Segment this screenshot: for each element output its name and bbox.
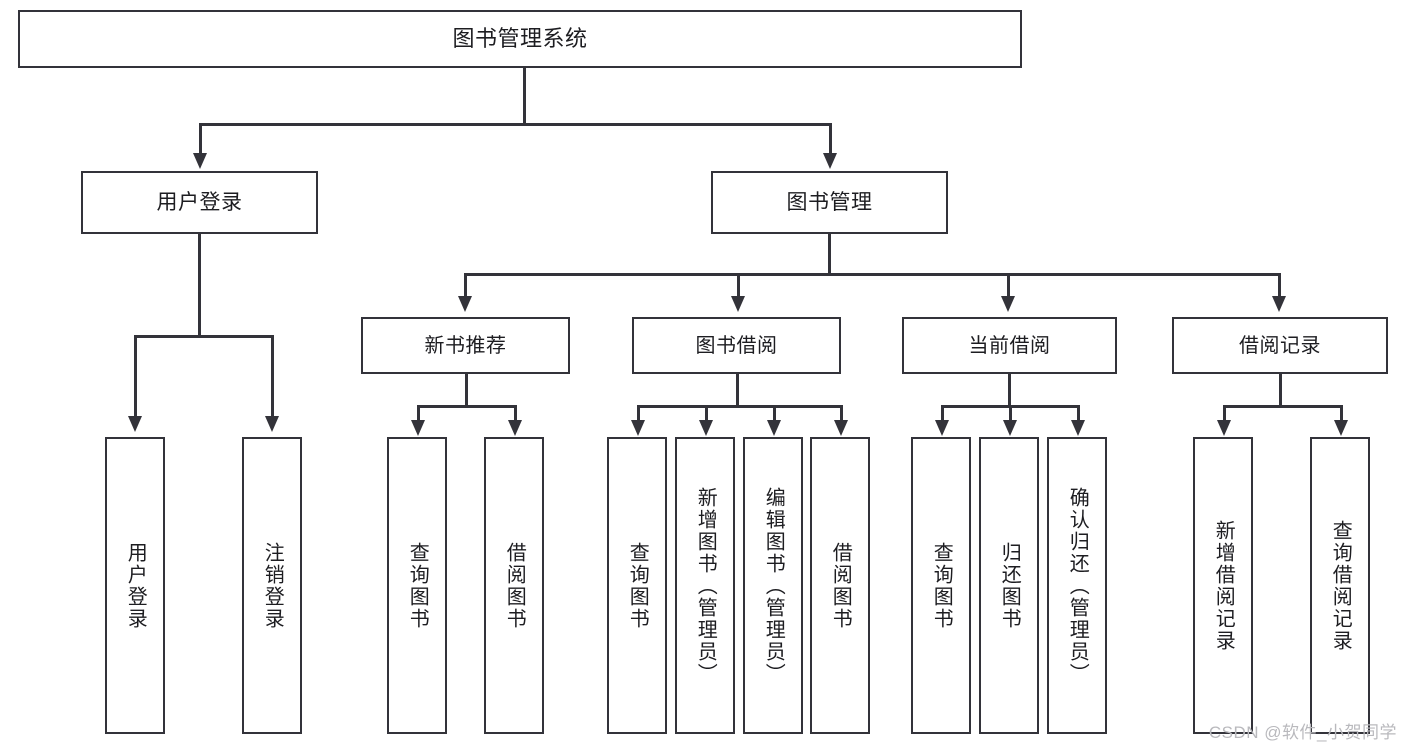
leaf-borrow-record-add-record[interactable]: 新增借阅记录 <box>1193 437 1253 734</box>
node-current-borrow[interactable]: 当前借阅 <box>902 317 1117 374</box>
arrow-borrow-record-to-leaf-2 <box>1334 420 1348 436</box>
leaf-book-borrow-query-book[interactable]: 查询图书 <box>607 437 667 734</box>
connector-new-book-to-leaf-2 <box>514 405 517 423</box>
node-label: 图书管理 <box>786 190 873 214</box>
leaf-current-borrow-return-book[interactable]: 归还图书 <box>979 437 1039 734</box>
arrow-book-mgmt-to-new-book <box>458 296 472 312</box>
node-label: 查询图书 <box>406 541 429 630</box>
connector-user-login-to-leaf-1 <box>134 335 137 419</box>
arrow-new-book-to-leaf-2 <box>508 420 522 436</box>
node-book-management[interactable]: 图书管理 <box>711 171 948 234</box>
node-label: 借阅记录 <box>1239 334 1321 357</box>
arrow-borrow-record-to-leaf-1 <box>1217 420 1231 436</box>
node-label: 新增借阅记录 <box>1212 519 1235 652</box>
connector-borrow-record-to-leaf-2 <box>1340 405 1343 423</box>
connector-current-borrow-stem <box>1008 374 1011 405</box>
leaf-user-login-logout[interactable]: 注销登录 <box>242 437 302 734</box>
connector-borrow-record-bar <box>1223 405 1341 408</box>
arrow-current-borrow-to-leaf-1 <box>935 420 949 436</box>
connector-book-mgmt-bar <box>464 273 1280 276</box>
leaf-book-borrow-borrow-book[interactable]: 借阅图书 <box>810 437 870 734</box>
connector-new-book-stem <box>465 374 468 405</box>
node-label: 当前借阅 <box>968 334 1051 357</box>
arrow-current-borrow-to-leaf-3 <box>1071 420 1085 436</box>
node-label: 归还图书 <box>998 541 1021 630</box>
node-label: 查询图书 <box>930 541 953 630</box>
connector-current-borrow-to-leaf-3 <box>1077 405 1080 423</box>
node-root-system[interactable]: 图书管理系统 <box>18 10 1022 68</box>
connector-user-login-to-leaf-2 <box>271 335 274 419</box>
node-book-borrow[interactable]: 图书借阅 <box>632 317 841 374</box>
node-label: 借阅图书 <box>829 541 852 630</box>
connector-book-mgmt-to-new-book <box>464 273 467 299</box>
node-label: 查询图书 <box>626 541 649 630</box>
arrow-root-to-book-mgmt <box>823 153 837 169</box>
arrow-book-borrow-to-leaf-3 <box>767 420 781 436</box>
connector-borrow-record-stem <box>1279 374 1282 405</box>
connector-book-borrow-to-leaf-4 <box>840 405 843 423</box>
node-label: 新书推荐 <box>424 334 507 357</box>
arrow-root-to-user-login <box>193 153 207 169</box>
connector-user-login-bar <box>134 335 273 338</box>
node-label: 编辑图书（管理员） <box>762 486 785 685</box>
node-label: 查询借阅记录 <box>1329 519 1352 652</box>
arrow-new-book-to-leaf-1 <box>411 420 425 436</box>
leaf-book-borrow-edit-book-admin[interactable]: 编辑图书（管理员） <box>743 437 803 734</box>
node-label: 用户登录 <box>124 541 147 630</box>
node-label: 确认归还（管理员） <box>1066 486 1089 685</box>
connector-book-borrow-bar <box>637 405 842 408</box>
leaf-book-borrow-add-book-admin[interactable]: 新增图书（管理员） <box>675 437 735 734</box>
connector-user-login-stem <box>198 234 201 335</box>
node-user-login[interactable]: 用户登录 <box>81 171 318 234</box>
leaf-current-borrow-query-book[interactable]: 查询图书 <box>911 437 971 734</box>
arrow-book-mgmt-to-borrow-record <box>1272 296 1286 312</box>
leaf-user-login-login[interactable]: 用户登录 <box>105 437 165 734</box>
connector-root-bar <box>199 123 831 126</box>
arrow-book-borrow-to-leaf-4 <box>834 420 848 436</box>
connector-book-mgmt-to-book-borrow <box>737 273 740 299</box>
node-new-book-recommend[interactable]: 新书推荐 <box>361 317 570 374</box>
leaf-new-book-borrow-book[interactable]: 借阅图书 <box>484 437 544 734</box>
connector-book-borrow-to-leaf-2 <box>705 405 708 423</box>
connector-current-borrow-to-leaf-1 <box>941 405 944 423</box>
arrow-user-login-to-leaf-2 <box>265 416 279 432</box>
connector-root-to-user-login <box>199 123 202 156</box>
connector-new-book-bar <box>417 405 515 408</box>
node-label: 图书借阅 <box>695 334 778 357</box>
arrow-user-login-to-leaf-1 <box>128 416 142 432</box>
leaf-new-book-query-book[interactable]: 查询图书 <box>387 437 447 734</box>
leaf-borrow-record-query-record[interactable]: 查询借阅记录 <box>1310 437 1370 734</box>
connector-root-stem <box>523 68 526 123</box>
connector-book-borrow-to-leaf-3 <box>773 405 776 423</box>
arrow-book-mgmt-to-current-borrow <box>1001 296 1015 312</box>
arrow-book-mgmt-to-book-borrow <box>731 296 745 312</box>
connector-root-to-book-mgmt <box>829 123 832 156</box>
connector-book-mgmt-to-borrow-record <box>1278 273 1281 299</box>
node-borrow-record[interactable]: 借阅记录 <box>1172 317 1388 374</box>
node-label: 借阅图书 <box>503 541 526 630</box>
arrow-current-borrow-to-leaf-2 <box>1003 420 1017 436</box>
connector-book-mgmt-stem <box>828 234 831 273</box>
node-label: 注销登录 <box>261 541 284 630</box>
connector-borrow-record-to-leaf-1 <box>1223 405 1226 423</box>
arrow-book-borrow-to-leaf-1 <box>631 420 645 436</box>
node-label: 图书管理系统 <box>452 25 588 51</box>
connector-book-mgmt-to-current-borrow <box>1007 273 1010 299</box>
leaf-current-borrow-confirm-return-admin[interactable]: 确认归还（管理员） <box>1047 437 1107 734</box>
arrow-book-borrow-to-leaf-2 <box>699 420 713 436</box>
connector-current-borrow-to-leaf-2 <box>1009 405 1012 423</box>
node-label: 新增图书（管理员） <box>694 486 717 685</box>
node-label: 用户登录 <box>156 190 243 214</box>
connector-new-book-to-leaf-1 <box>417 405 420 423</box>
connector-book-borrow-to-leaf-1 <box>637 405 640 423</box>
connector-book-borrow-stem <box>736 374 739 405</box>
